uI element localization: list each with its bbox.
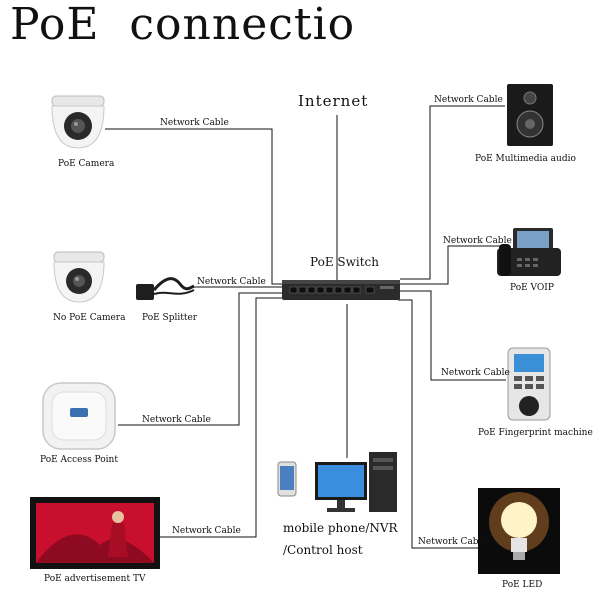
line-audio [400,105,505,280]
led-bulb-icon [478,488,560,574]
host-label-line1: mobile phone/NVR [283,521,398,535]
access-point-label: PoE Access Point [40,455,118,465]
multimedia-audio-icon [507,84,553,146]
advertisement-tv-label: PoE advertisement TV [44,574,146,584]
advertisement-tv-icon [30,497,160,569]
switch-label: PoE Switch [310,255,379,269]
no-poe-camera-icon [53,251,105,303]
switch-icon [282,280,400,300]
access-point-icon [42,382,116,450]
fingerprint-label: PoE Fingerprint machine [478,428,593,438]
cable-label-splitter: Network Cable [197,277,266,287]
cable-label-poe-camera: Network Cable [160,118,229,128]
poe-camera-icon [51,95,105,149]
poe-splitter-icon [136,277,195,300]
led-label: PoE LED [502,580,543,590]
no-poe-camera-label: No PoE Camera [53,313,126,323]
line-led [398,299,490,549]
voip-label: PoE VOIP [510,283,554,293]
line-fingerprint [400,290,506,381]
line-poe-camera [105,128,285,285]
line-tv [158,297,285,538]
internet-label: Internet [298,92,369,110]
poe-splitter-label: PoE Splitter [142,313,198,323]
cable-label-access-point: Network Cable [142,415,211,425]
cable-label-fingerprint: Network Cable [441,368,510,378]
fingerprint-machine-icon [507,347,551,421]
cable-label-audio: Network Cable [434,95,503,105]
cable-label-voip: Network Cable [443,236,512,246]
voip-phone-icon [497,228,561,276]
cable-label-tv: Network Cable [172,526,241,536]
multimedia-audio-label: PoE Multimedia audio [475,154,576,164]
control-host-icon [277,452,397,512]
line-voip [400,245,500,285]
poe-camera-label: PoE Camera [58,159,115,169]
cable-label-led: Network Cable [418,537,487,547]
host-label-line2: /Control host [283,543,363,557]
line-access-point [118,292,283,426]
diagram-title: PoE connectio [10,0,356,50]
